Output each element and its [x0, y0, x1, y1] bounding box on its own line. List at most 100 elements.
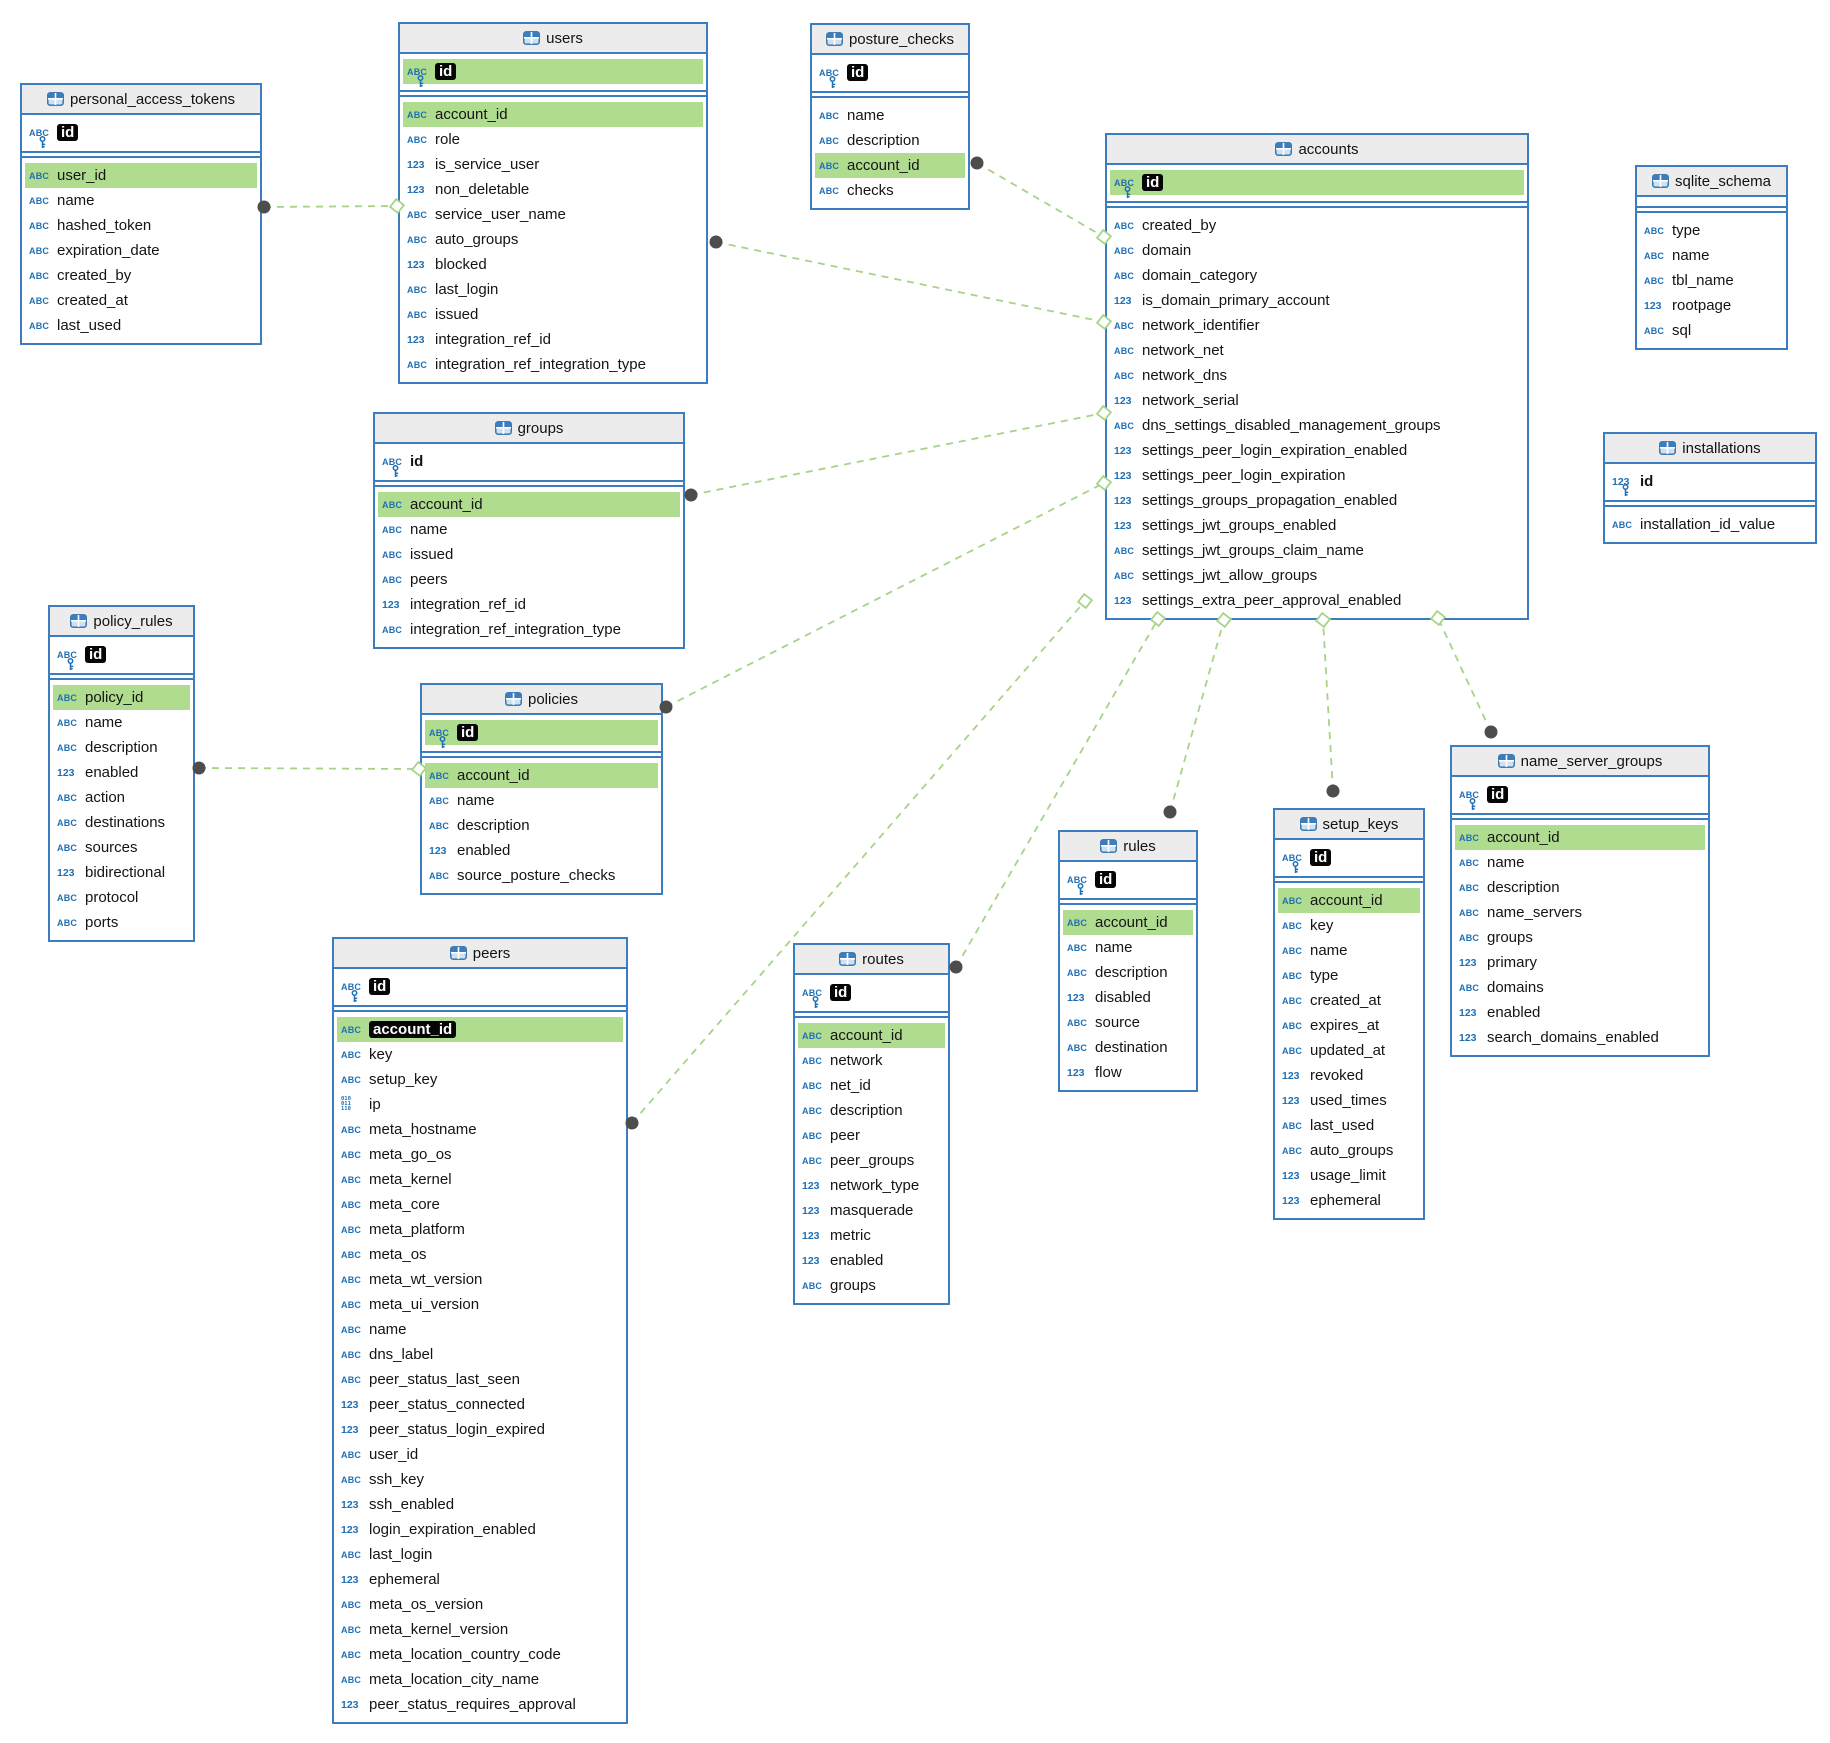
table-header[interactable]: groups: [375, 414, 683, 444]
table-header[interactable]: personal_access_tokens: [22, 85, 260, 115]
table-header[interactable]: posture_checks: [812, 25, 968, 55]
table-header[interactable]: sqlite_schema: [1637, 167, 1786, 197]
table-header[interactable]: rules: [1060, 832, 1196, 862]
table-header[interactable]: users: [400, 24, 706, 54]
table-header[interactable]: policy_rules: [50, 607, 193, 637]
relation-line[interactable]: [976, 162, 1105, 238]
relation-line[interactable]: [1437, 617, 1492, 733]
table-header[interactable]: routes: [795, 945, 948, 975]
relation-line[interactable]: [715, 241, 1105, 323]
relation-line[interactable]: [198, 767, 420, 770]
